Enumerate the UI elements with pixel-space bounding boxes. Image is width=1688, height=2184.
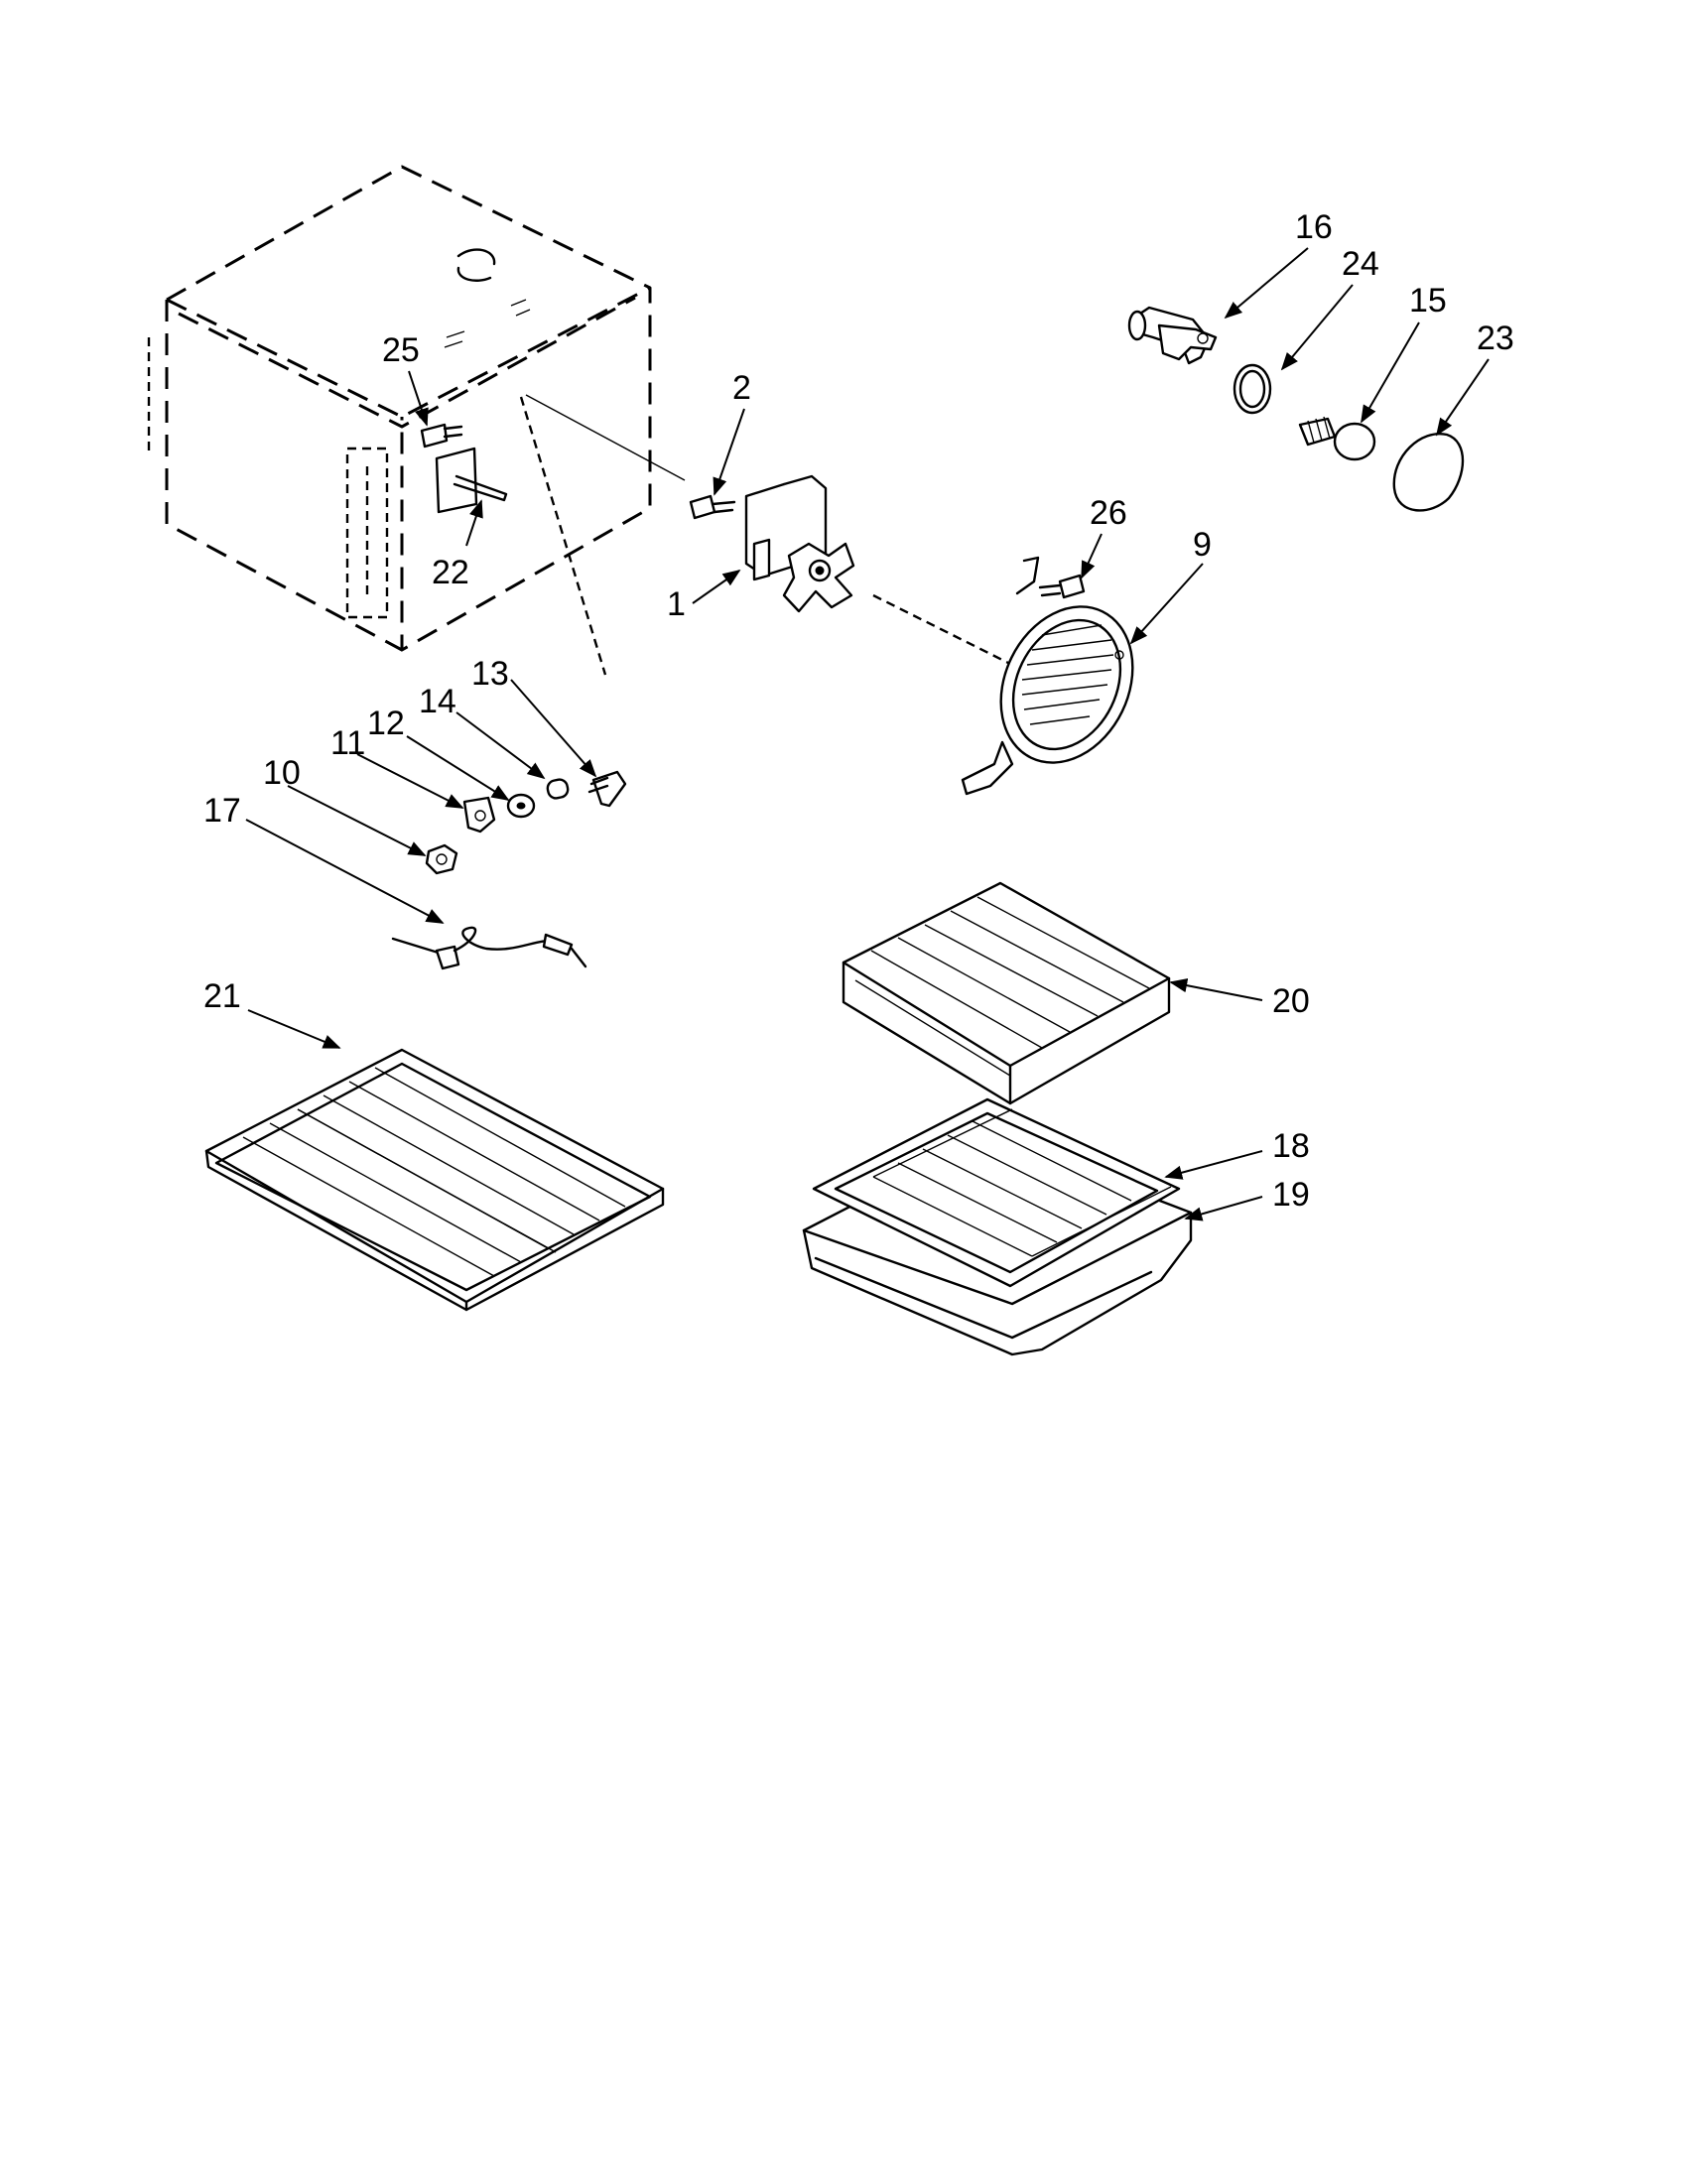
- lamp-lens: [1392, 432, 1465, 512]
- callout-label: 22: [432, 554, 469, 591]
- callout-label: 19: [1272, 1176, 1310, 1214]
- callout-label: 17: [203, 792, 241, 830]
- callout-label: 13: [471, 655, 509, 693]
- probe-receptacle-assembly: [420, 423, 508, 514]
- callout-label: 2: [732, 369, 751, 407]
- callout-label: 25: [382, 331, 420, 369]
- broiler-grid: [812, 1097, 1181, 1288]
- callout-label: 18: [1272, 1127, 1310, 1165]
- lamp-gasket: [1233, 363, 1272, 415]
- callout-label: 11: [330, 724, 365, 762]
- probe-hardware: [425, 770, 627, 875]
- callout-label: 9: [1193, 526, 1212, 564]
- callout-label: 24: [1342, 245, 1379, 283]
- callout-label: 21: [203, 977, 241, 1015]
- meat-probe: [391, 926, 587, 970]
- callout-label: 23: [1477, 320, 1514, 357]
- fan-cover: [961, 556, 1134, 796]
- oven-cavity: [147, 165, 1023, 676]
- convection-fan-motor: [744, 474, 855, 613]
- motor-screw: [689, 494, 736, 520]
- callout-label: 26: [1090, 494, 1127, 532]
- callout-label: 10: [263, 754, 301, 792]
- broiler-insert: [842, 881, 1171, 1105]
- light-bulb: [1298, 416, 1376, 461]
- callouts: 16 24 15 23 2 25 22 1 26 9 13 14 12 11 1…: [203, 208, 1514, 1221]
- oven-rack: [204, 1048, 665, 1312]
- callout-label: 20: [1272, 982, 1310, 1020]
- callout-label: 16: [1295, 208, 1333, 246]
- callout-label: 12: [367, 705, 405, 742]
- callout-label: 15: [1409, 282, 1447, 320]
- callout-label: 14: [419, 683, 456, 720]
- callout-label: 1: [667, 585, 686, 623]
- lamp-socket: [1127, 306, 1218, 365]
